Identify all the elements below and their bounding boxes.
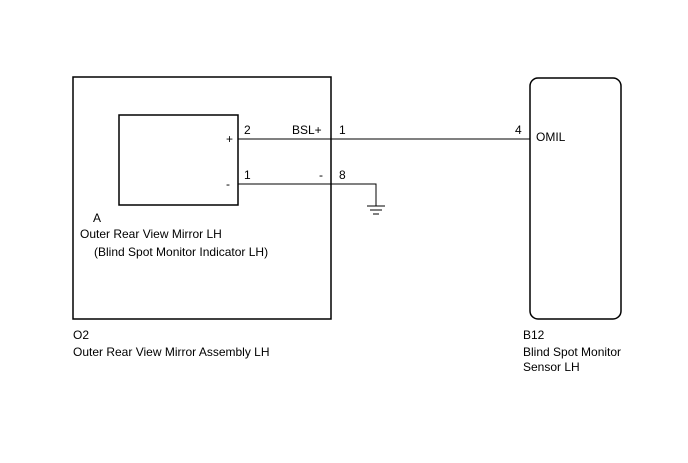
connector-pin-ground: 8	[339, 168, 346, 182]
sensor-box	[529, 77, 622, 320]
sensor-pin: 4	[515, 123, 522, 137]
connector-pin-signal: 1	[339, 123, 346, 137]
sensor-terminal-label: OMIL	[536, 130, 566, 144]
ground-minus-label: -	[319, 168, 323, 182]
assembly-name: Outer Rear View Mirror Assembly LH	[73, 345, 270, 359]
mirror-name: Outer Rear View Mirror LH	[80, 227, 222, 241]
mirror-code: A	[93, 211, 101, 225]
minus-symbol: -	[226, 177, 230, 191]
sensor-name-line1: Blind Spot Monitor	[523, 345, 621, 359]
sensor-code: B12	[523, 328, 545, 342]
ground-symbol	[367, 205, 385, 215]
sensor-name-line2: Sensor LH	[523, 360, 580, 374]
mirror-assembly-box	[72, 76, 332, 320]
ground-wire	[238, 183, 377, 206]
signal-name-label: BSL+	[292, 123, 322, 137]
mirror-subname: (Blind Spot Monitor Indicator LH)	[94, 245, 268, 259]
indicator-pin-minus: 1	[244, 168, 251, 182]
indicator-pin-plus: 2	[244, 123, 251, 137]
plus-symbol: +	[226, 132, 233, 146]
assembly-code: O2	[73, 328, 89, 342]
indicator-box	[118, 114, 239, 206]
